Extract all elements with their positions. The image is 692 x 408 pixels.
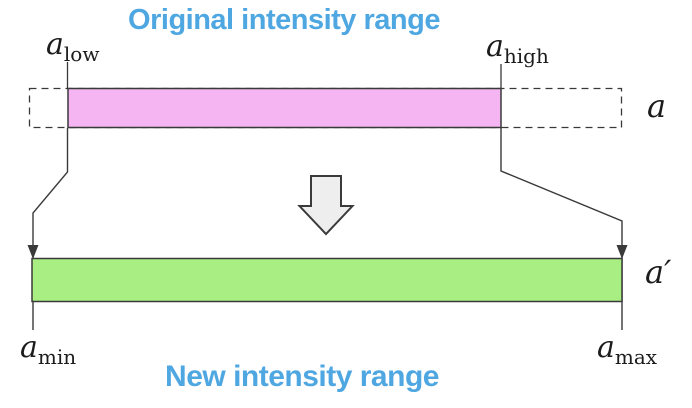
a-max-sub: max xyxy=(615,345,658,369)
a-low-sub: low xyxy=(64,42,100,66)
tick-lines xyxy=(66,62,502,88)
a-high-label: ahigh xyxy=(486,29,549,68)
a-min-label: amin xyxy=(20,330,76,369)
a-min-sub: min xyxy=(38,345,76,369)
title-new-range: New intensity range xyxy=(165,360,439,393)
original-range-bar xyxy=(67,87,502,129)
mapping-arrowheads xyxy=(27,245,628,259)
new-range-bar xyxy=(31,257,623,303)
original-axis-label: a xyxy=(647,87,666,125)
new-axis-label: a′ xyxy=(645,253,672,291)
a-low-base: a xyxy=(46,27,64,62)
title-original-range: Original intensity range xyxy=(128,4,440,36)
down-arrow-icon xyxy=(297,175,355,236)
a-max-base: a xyxy=(597,330,615,365)
a-low-label: alow xyxy=(46,27,99,66)
right-arrowhead-icon xyxy=(616,245,628,259)
a-high-sub: high xyxy=(504,44,549,68)
a-high-base: a xyxy=(486,29,504,64)
a-max-label: amax xyxy=(597,330,658,369)
left-arrowhead-icon xyxy=(27,245,39,259)
a-min-base: a xyxy=(20,330,38,365)
diagram-strokes xyxy=(27,62,628,330)
